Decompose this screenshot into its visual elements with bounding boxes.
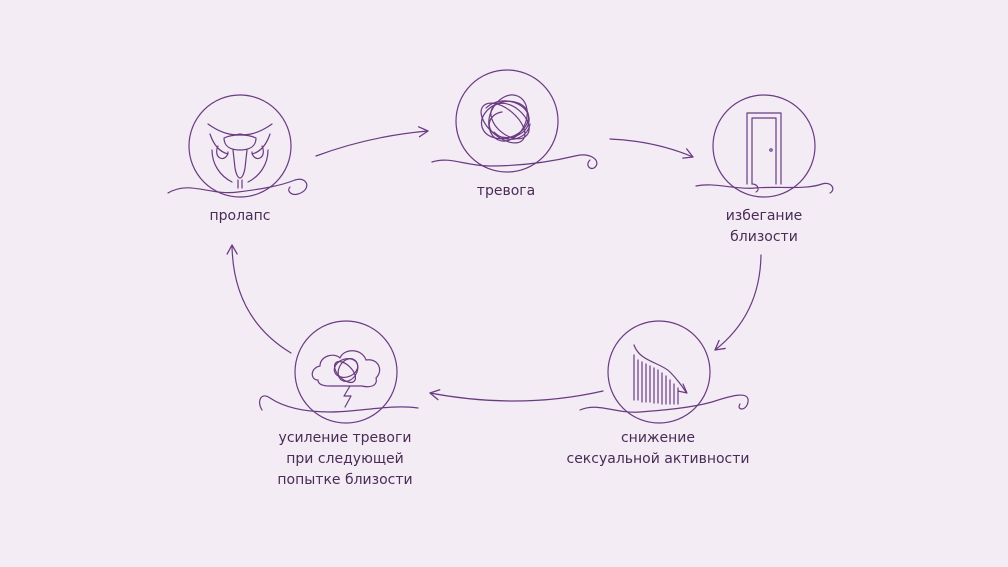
node-increase — [258, 320, 419, 424]
label-increase: усиление тревоги при следующей попытке б… — [277, 428, 412, 491]
arrow-prolapse-to-anxiety — [315, 126, 429, 157]
label-avoidance: избегание близости — [726, 206, 803, 248]
label-line: попытке близости — [277, 472, 413, 488]
node-swash — [695, 182, 834, 194]
label-line: при следующей — [286, 451, 404, 467]
arrow-avoidance-to-decrease — [714, 254, 762, 351]
label-line: пролапс — [209, 208, 271, 224]
label-line: тревога — [476, 183, 536, 199]
node-swash — [431, 154, 598, 170]
node-decrease — [579, 320, 749, 424]
decline-chart-icon — [633, 344, 688, 405]
tangle-icon — [480, 94, 531, 144]
label-line: близости — [730, 229, 798, 245]
pelvis-icon — [207, 123, 273, 189]
node-anxiety — [431, 69, 598, 173]
arrow-decrease-to-increase — [429, 389, 604, 402]
label-line: избегание — [725, 208, 803, 224]
node-prolapse — [167, 94, 308, 198]
label-line: усиление тревоги — [278, 430, 412, 446]
node-avoidance — [695, 94, 834, 198]
label-prolapse: пролапс — [210, 206, 271, 227]
door-icon — [746, 112, 782, 193]
label-decrease: снижение сексуальной активности — [566, 428, 749, 470]
node-swash — [167, 178, 308, 196]
node-swash — [579, 394, 749, 413]
node-swash — [258, 395, 419, 413]
label-line: снижение — [620, 430, 696, 446]
label-anxiety: тревога — [477, 181, 535, 202]
label-line: сексуальной активности — [566, 451, 750, 467]
arrow-anxiety-to-avoidance — [609, 138, 694, 159]
arrow-increase-to-prolapse — [226, 244, 292, 354]
storm-cloud-icon — [311, 350, 381, 408]
